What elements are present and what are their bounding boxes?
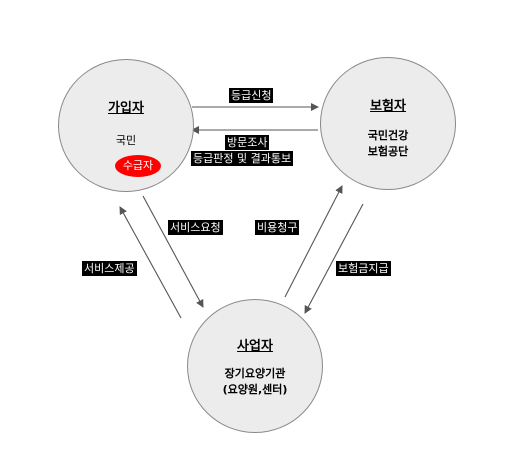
- provider-node: 사업자 장기요양기관 (요양원,센터): [187, 299, 323, 433]
- insurer-line1: 국민건강: [367, 129, 409, 142]
- insurer-node: 보험자 국민건강 보험공단: [320, 57, 456, 190]
- label-service-request: 서비스요청: [168, 220, 223, 235]
- subscriber-sub: 국민: [115, 134, 137, 147]
- arrow-cost-claim: [284, 185, 343, 298]
- beneficiary-badge: 수급자: [115, 155, 161, 177]
- insurer-title: 보험자: [370, 99, 406, 114]
- arrow-service-request: [142, 195, 204, 308]
- provider-line2: (요양원,센터): [222, 383, 288, 396]
- insurer-line2: 보험공단: [367, 145, 409, 158]
- provider-title: 사업자: [237, 339, 273, 354]
- provider-line1: 장기요양기관: [224, 367, 286, 380]
- label-visit-survey: 방문조사: [225, 135, 270, 150]
- label-grade-notice: 등급판정 및 결과통보: [191, 151, 294, 166]
- arrow-service-provision: [119, 206, 182, 319]
- label-service-provision: 서비스제공: [82, 261, 137, 276]
- label-grade-application: 등급신청: [229, 88, 274, 103]
- subscriber-title: 가입자: [108, 101, 144, 116]
- label-cost-claim: 비용청구: [255, 220, 300, 235]
- label-insurance-payment: 보험금지급: [336, 261, 391, 276]
- arrow-insurance-payment: [304, 203, 364, 314]
